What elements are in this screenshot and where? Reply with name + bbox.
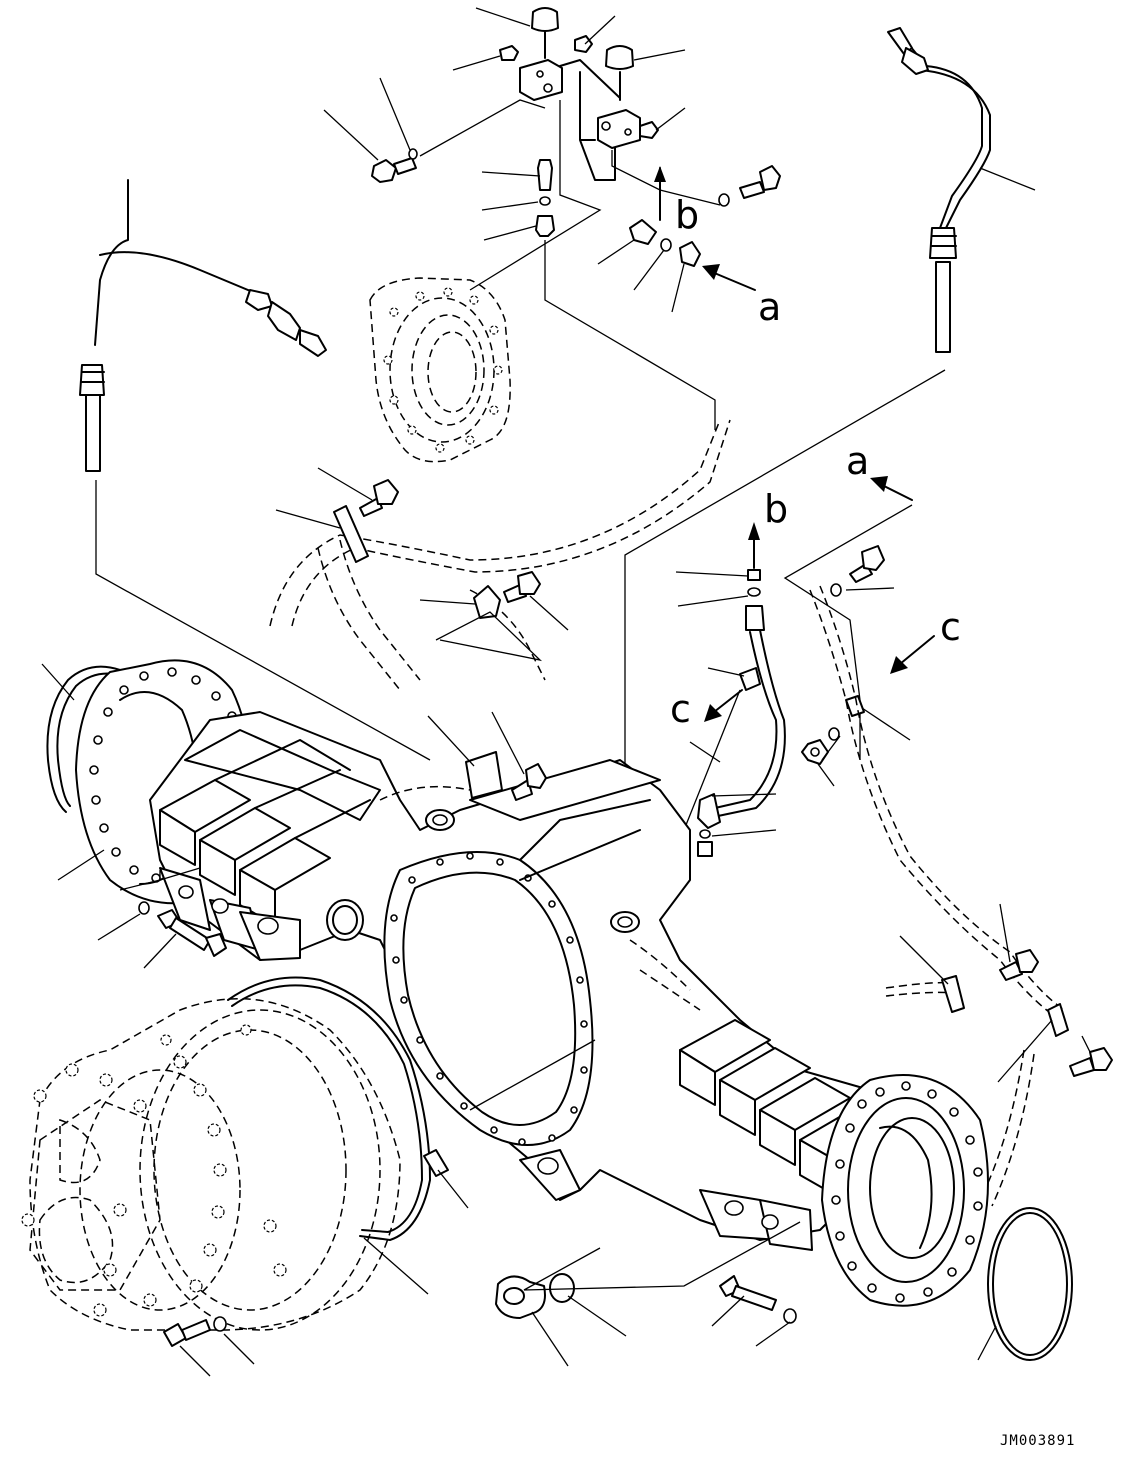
magnet-plug (549, 1273, 575, 1303)
dashed-hose-mid (269, 419, 731, 691)
drawing-code-label: JM003891 (1000, 1433, 1075, 1449)
o-ring-right-lower (987, 1207, 1073, 1361)
cap-nut (679, 241, 701, 267)
brake-hose-center (675, 569, 786, 857)
o-ring-left-upper (46, 665, 121, 813)
hose-clamp-1 (333, 505, 369, 563)
fitting-right-block (639, 121, 659, 139)
hose-clamp-2 (473, 585, 501, 619)
bottom-parts (41, 480, 801, 1377)
leader-lines-top (323, 7, 1036, 430)
washer-right-1 (830, 583, 842, 597)
pressure-sensor-cap-right (605, 45, 634, 101)
right-hose-assembly (801, 545, 1113, 1207)
washer-bottom-right (783, 1308, 797, 1324)
top-bracket-plate (469, 759, 661, 821)
bolt-top-right (739, 181, 765, 199)
callout-letter-c-right: c (940, 605, 961, 649)
callout-letter-a-mid: a (846, 439, 869, 483)
bolt-bottom-left (163, 1323, 187, 1347)
cover-plate-small (427, 711, 547, 801)
hose-clamp-3 (739, 667, 761, 691)
drain-plug (495, 1275, 546, 1319)
washer-right-2 (828, 727, 840, 741)
speed-sensor-cable-left (79, 179, 327, 472)
fitting-top-left (499, 45, 519, 61)
arrow-a-top: a (702, 264, 781, 329)
mounting-bracket (559, 59, 621, 181)
callout-letter-a-top: a (758, 285, 781, 329)
bolt-top-left (371, 148, 418, 183)
clamp-bolt-1 (359, 497, 383, 517)
arrow-c-left: c (670, 687, 743, 731)
dowel-pin (423, 1149, 469, 1209)
valve-block-left (519, 59, 563, 101)
right-wheel-flange (821, 1074, 1073, 1361)
callout-letter-c-left: c (670, 687, 691, 731)
washer-bottom-left (213, 1316, 227, 1332)
hose-clamp-5 (941, 975, 965, 1013)
callout-letter-b-mid: b (764, 487, 788, 531)
clamp-bolt-5 (999, 961, 1023, 981)
nut-fitting (535, 215, 555, 237)
washer-left-mid (138, 901, 150, 915)
arrow-c-right: c (890, 605, 961, 674)
arrow-b-mid: b (748, 487, 788, 569)
breather-fitting (629, 219, 657, 245)
washer-top-right (718, 193, 730, 207)
clamp-bolt-6 (1069, 1057, 1095, 1077)
o-ring-small-1 (539, 196, 551, 206)
fitting-top-mid (574, 35, 593, 53)
hose-clamp-6 (1047, 1003, 1069, 1037)
pressure-sensor-cap-left (531, 7, 559, 59)
axle-housing (149, 711, 901, 1251)
top-block-assembly (371, 7, 781, 267)
final-drive-dashed (21, 998, 401, 1331)
nipple-fitting (537, 159, 553, 191)
o-ring-large-center (227, 976, 431, 1241)
dashed-flange-housing (369, 277, 511, 463)
valve-block-right (597, 109, 641, 149)
o-ring-small-2 (660, 238, 672, 252)
arrow-a-mid: a (846, 439, 913, 501)
callout-letter-b-top: b (675, 193, 699, 237)
speed-sensor-cable-right (624, 27, 991, 1100)
hose-clamp-4 (845, 695, 865, 717)
